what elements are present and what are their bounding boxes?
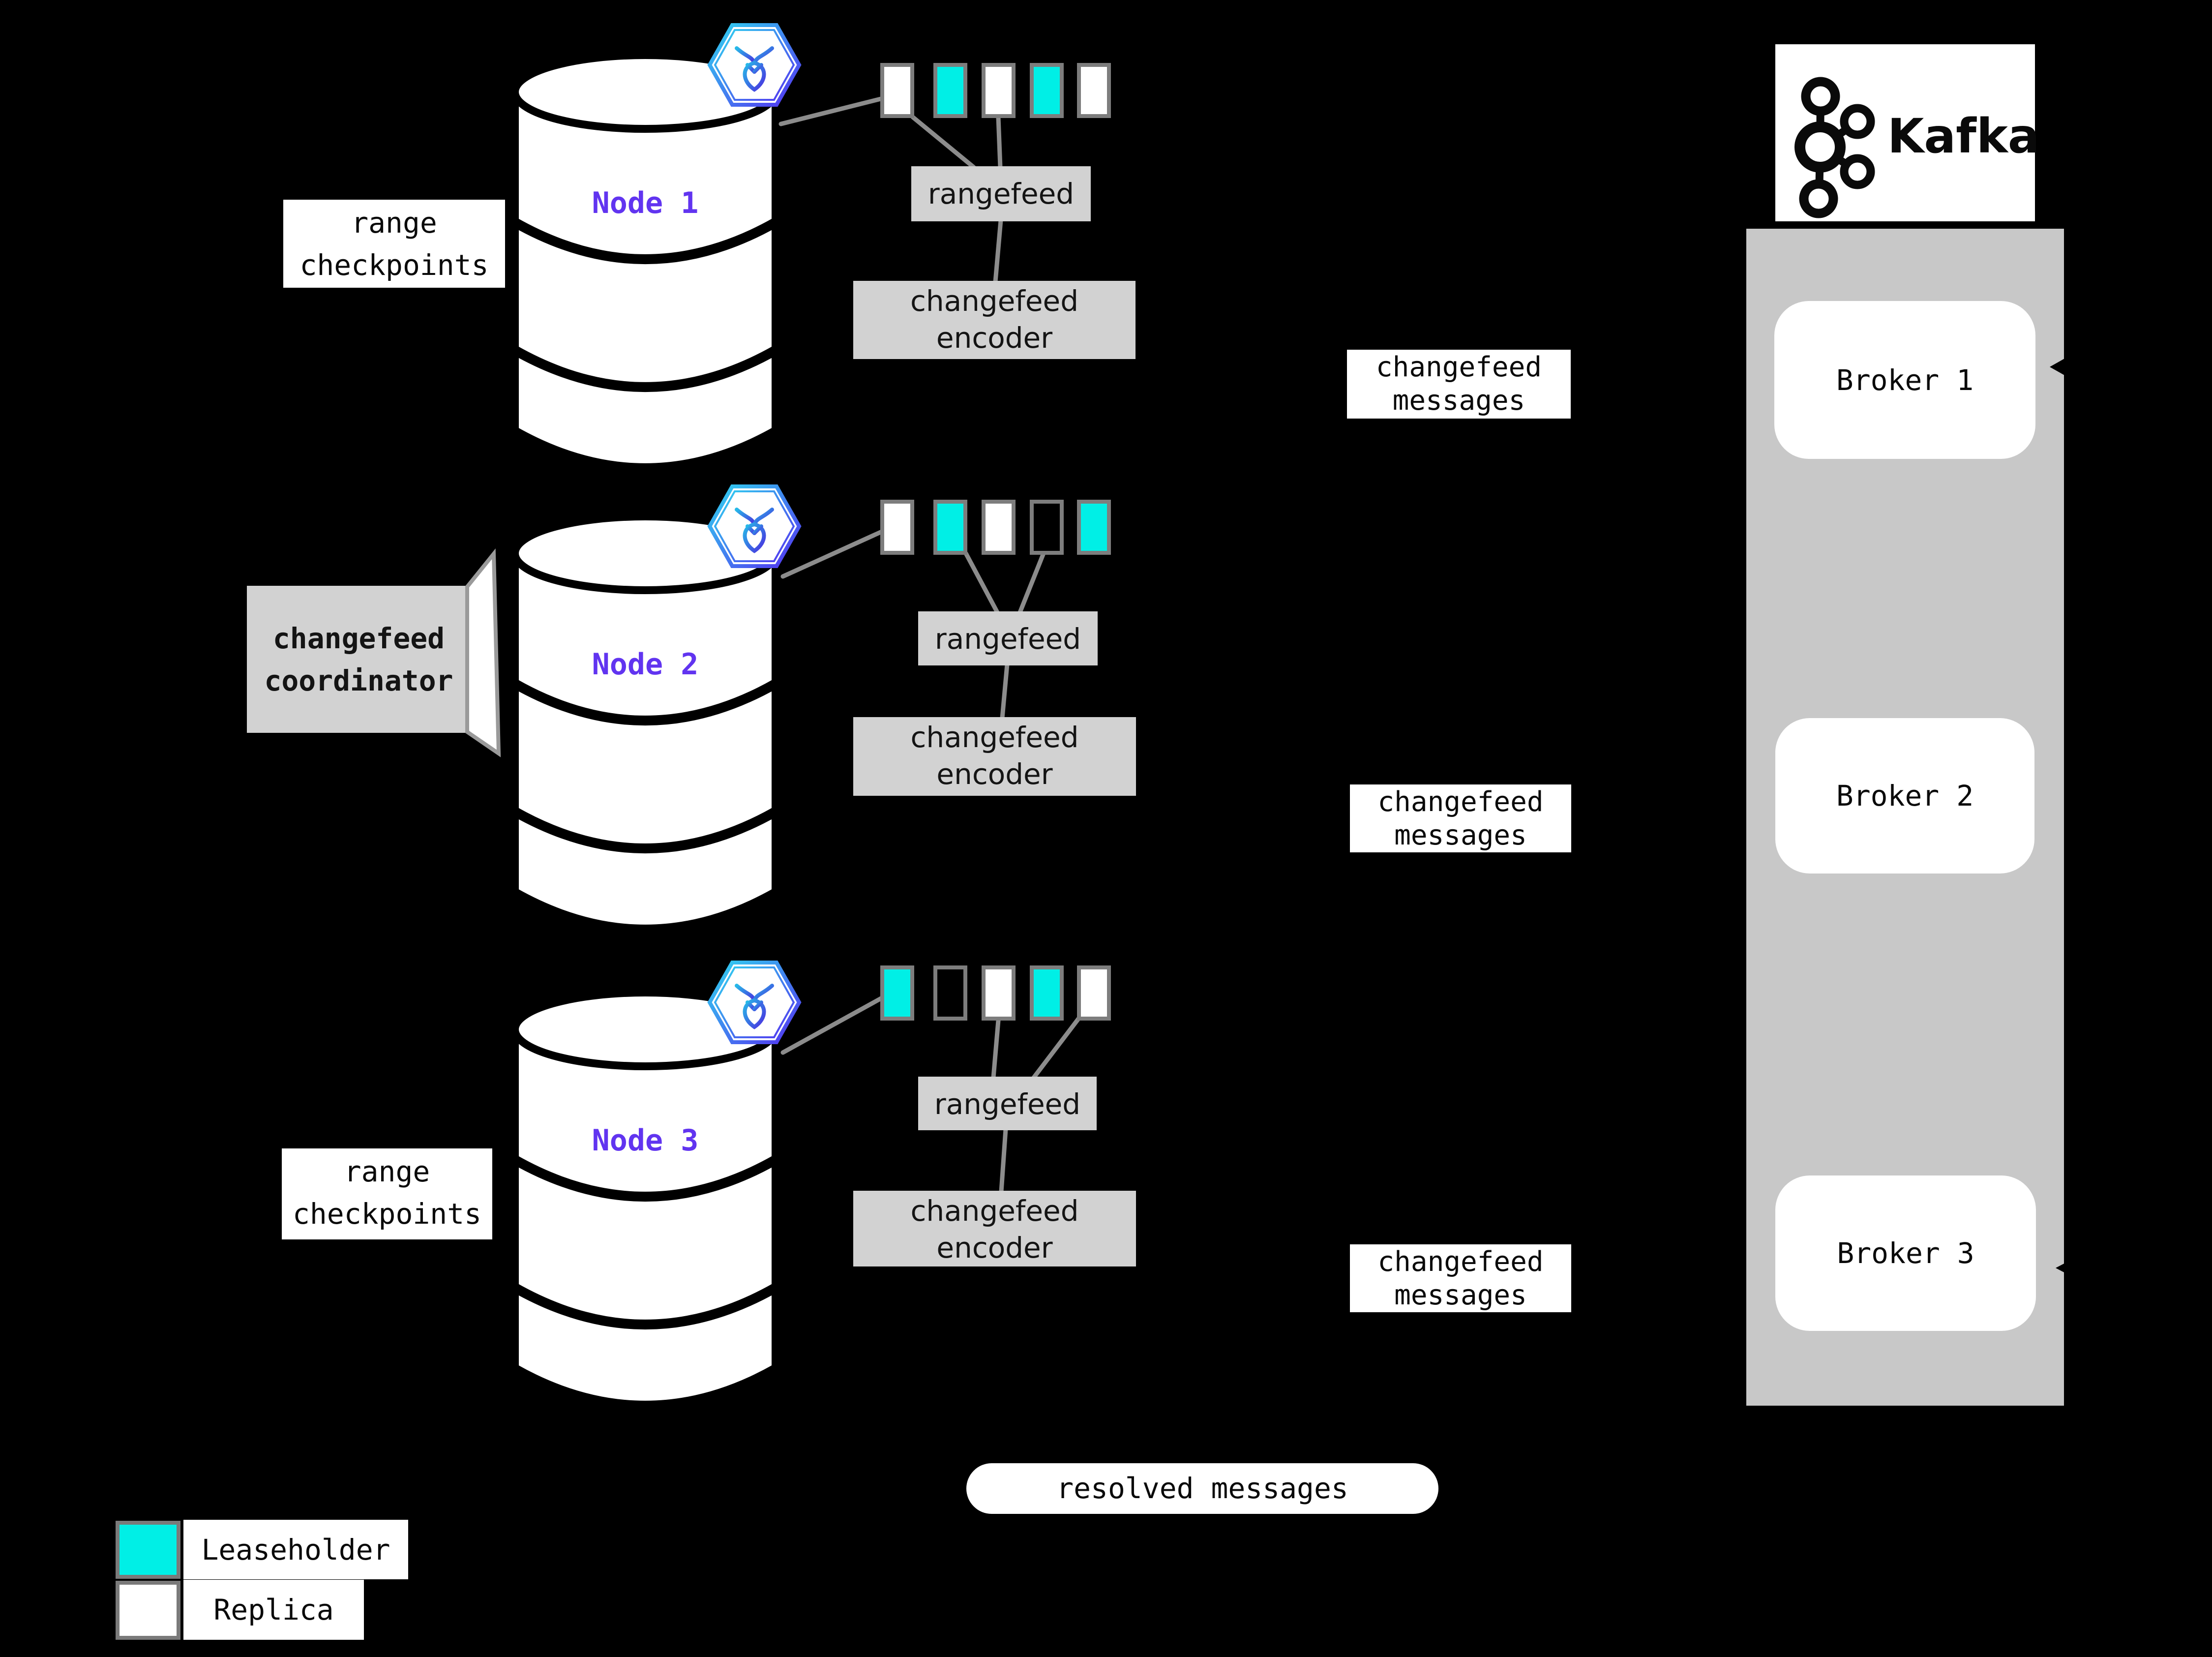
messages-line2: messages bbox=[1392, 385, 1525, 417]
encoder-line1: changefeed bbox=[910, 721, 1079, 754]
changefeed-encoder-box-node3: changefeed encoder bbox=[853, 1191, 1136, 1266]
changefeed-messages-label-1: changefeed messages bbox=[1347, 350, 1571, 419]
changefeed-encoder-box-node2: changefeed encoder bbox=[853, 717, 1136, 796]
range-square bbox=[1077, 500, 1111, 555]
database-cylinder-node1 bbox=[511, 51, 779, 471]
database-cylinder-node2 bbox=[511, 512, 779, 933]
changefeed-coordinator-callout: changefeed coordinator bbox=[247, 586, 471, 733]
rangefeed-box-node2: rangefeed bbox=[918, 611, 1098, 665]
range-square bbox=[933, 500, 967, 555]
node3-label: Node 3 bbox=[592, 1123, 699, 1158]
messages-line1: changefeed bbox=[1375, 351, 1542, 383]
range-checkpoints-label-top: range checkpoints bbox=[283, 200, 505, 288]
kafka-broker-1: Broker 1 bbox=[1774, 301, 2035, 459]
messages-line1: changefeed bbox=[1377, 1246, 1544, 1278]
range-square bbox=[933, 63, 967, 118]
changefeed-messages-label-3: changefeed messages bbox=[1350, 1244, 1571, 1312]
changefeed-messages-label-2: changefeed messages bbox=[1350, 784, 1571, 852]
legend-replica-swatch bbox=[116, 1581, 180, 1640]
encoder-line1: changefeed bbox=[910, 1194, 1079, 1228]
node1-label: Node 1 bbox=[592, 186, 699, 220]
cockroachdb-badge-icon bbox=[710, 963, 799, 1042]
range-square bbox=[982, 500, 1016, 555]
cockroachdb-badge-icon bbox=[710, 25, 799, 105]
legend-leaseholder-swatch bbox=[116, 1521, 180, 1579]
range-square bbox=[1030, 965, 1064, 1021]
encoder-line2: encoder bbox=[936, 1231, 1053, 1265]
kafka-broker-3: Broker 3 bbox=[1775, 1175, 2036, 1331]
range-square bbox=[880, 965, 914, 1021]
rangefeed-box-node3: rangefeed bbox=[918, 1077, 1097, 1130]
range-square bbox=[1030, 500, 1064, 555]
changefeed-encoder-box-node1: changefeed encoder bbox=[853, 281, 1136, 359]
messages-line2: messages bbox=[1394, 1279, 1527, 1311]
coordinator-line2: coordinator bbox=[264, 663, 453, 697]
range-checkpoints-line1: range bbox=[344, 1155, 430, 1188]
database-cylinder-node3 bbox=[511, 989, 779, 1409]
legend-leaseholder-label: Leaseholder bbox=[183, 1520, 408, 1579]
cockroachdb-badge-icon bbox=[710, 486, 799, 566]
range-checkpoints-line2: checkpoints bbox=[292, 1197, 482, 1231]
resolved-messages-pill: resolved messages bbox=[966, 1463, 1438, 1514]
range-square bbox=[1030, 63, 1064, 118]
range-square bbox=[1077, 63, 1111, 118]
coordinator-line1: changefeed bbox=[272, 621, 445, 655]
messages-line1: changefeed bbox=[1377, 786, 1544, 818]
range-square bbox=[982, 63, 1016, 118]
range-square bbox=[933, 965, 967, 1021]
encoder-line2: encoder bbox=[936, 757, 1053, 791]
rangefeed-box-node1: rangefeed bbox=[911, 166, 1091, 221]
range-square bbox=[1077, 965, 1111, 1021]
encoder-line1: changefeed bbox=[910, 284, 1079, 318]
range-checkpoints-line1: range bbox=[351, 206, 437, 240]
messages-line2: messages bbox=[1394, 819, 1527, 851]
kafka-broker-2: Broker 2 bbox=[1775, 718, 2034, 874]
range-square bbox=[880, 63, 914, 118]
node2-label: Node 2 bbox=[592, 647, 699, 682]
legend-replica-label: Replica bbox=[183, 1580, 364, 1640]
kafka-brand-text: Kafka bbox=[1887, 109, 2040, 164]
range-square bbox=[880, 500, 914, 555]
range-square bbox=[982, 965, 1016, 1021]
coordinator-callout-flap bbox=[465, 548, 501, 757]
range-checkpoints-line2: checkpoints bbox=[299, 248, 489, 282]
encoder-line2: encoder bbox=[936, 321, 1053, 355]
range-checkpoints-label-bottom: range checkpoints bbox=[282, 1148, 492, 1239]
